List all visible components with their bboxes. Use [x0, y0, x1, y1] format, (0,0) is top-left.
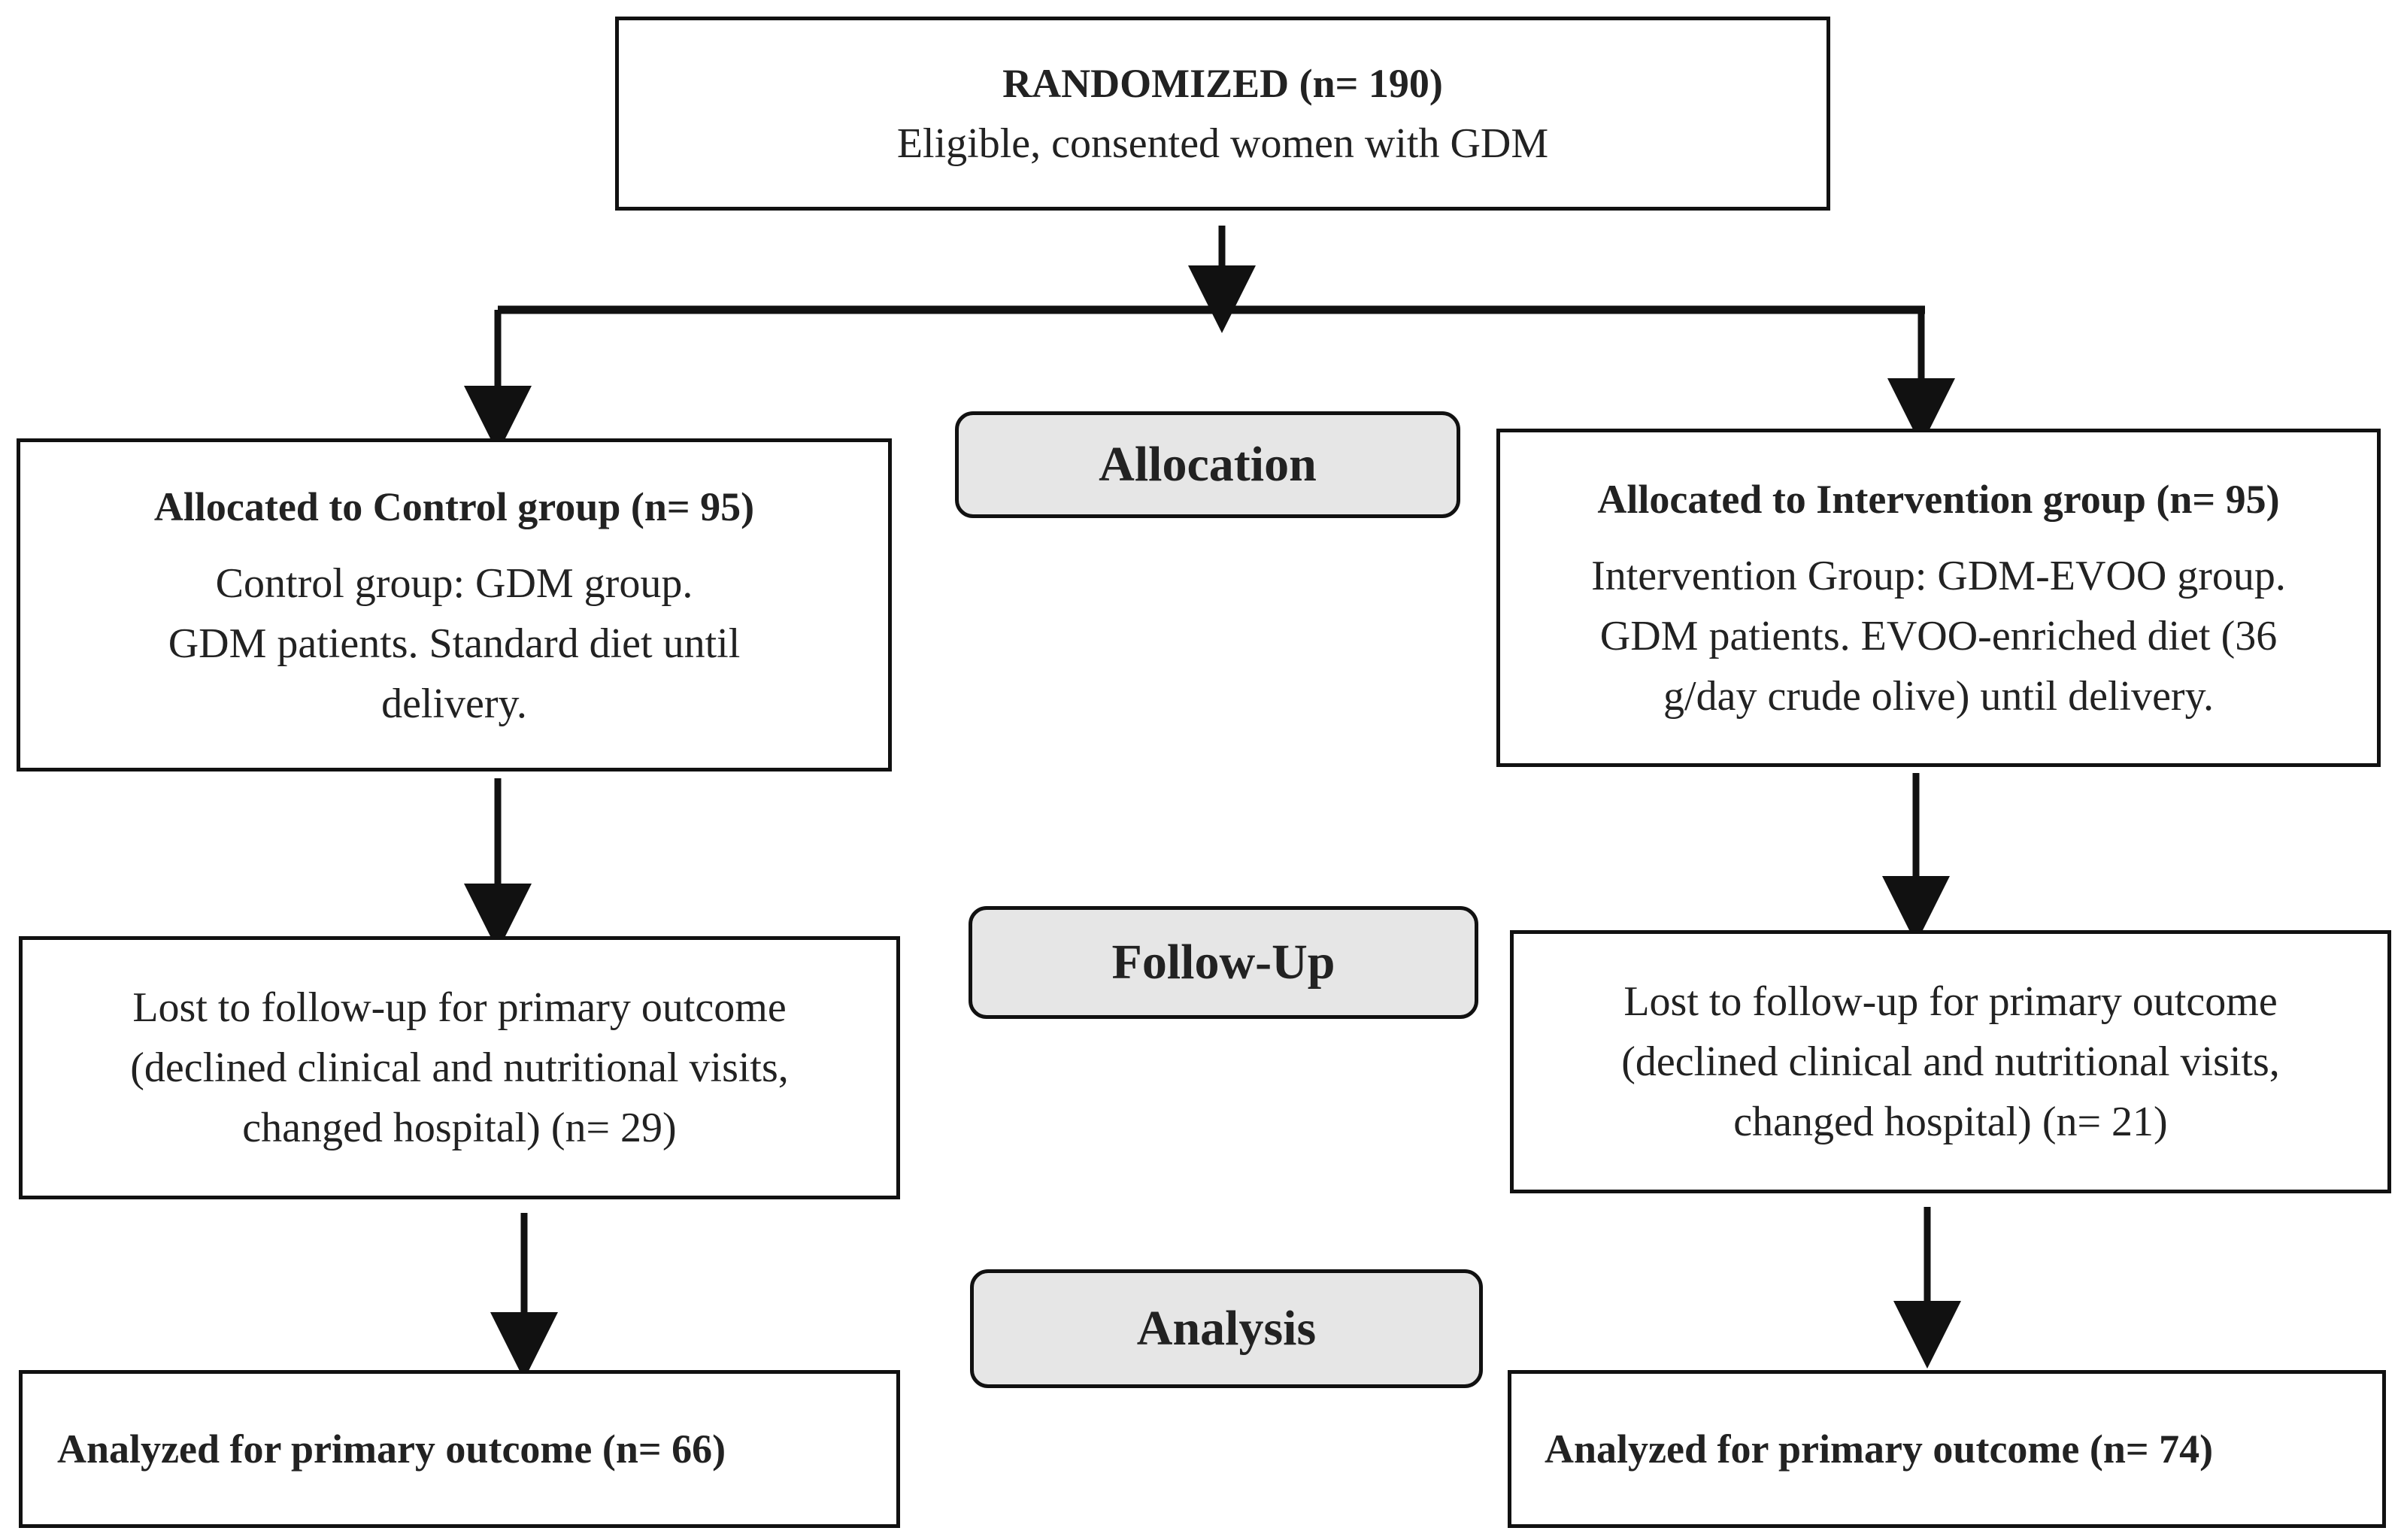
control-lost-line-1: Lost to follow-up for primary outcome — [132, 984, 787, 1031]
control-lost-line-3: changed hospital) (n= 29) — [242, 1105, 677, 1151]
randomized-box: RANDOMIZED (n= 190) Eligible, consented … — [615, 17, 1830, 211]
intervention-allocated-line-2: GDM patients. EVOO-enriched diet (36 — [1599, 613, 2278, 659]
intervention-lost-line-2: (declined clinical and nutritional visit… — [1621, 1038, 2280, 1085]
intervention-lost-box: Lost to follow-up for primary outcome (d… — [1510, 930, 2391, 1193]
stage-follow-up: Follow-Up — [969, 906, 1478, 1019]
intervention-lost-line-1: Lost to follow-up for primary outcome — [1623, 978, 2278, 1025]
intervention-allocated-box: Allocated to Intervention group (n= 95) … — [1496, 429, 2381, 767]
intervention-analyzed-label: Analyzed for primary outcome (n= 74) — [1545, 1426, 2214, 1472]
control-analyzed-label: Analyzed for primary outcome (n= 66) — [57, 1426, 726, 1472]
randomized-title: RANDOMIZED (n= 190) — [1002, 61, 1443, 106]
intervention-allocated-title: Allocated to Intervention group (n= 95) — [1597, 477, 2280, 522]
control-allocated-box: Allocated to Control group (n= 95) Contr… — [17, 438, 892, 772]
control-allocated-line-1: Control group: GDM group. — [215, 559, 693, 607]
intervention-lost-line-3: changed hospital) (n= 21) — [1733, 1099, 2168, 1145]
control-lost-box: Lost to follow-up for primary outcome (d… — [19, 936, 900, 1199]
intervention-analyzed-box: Analyzed for primary outcome (n= 74) — [1508, 1370, 2386, 1528]
control-lost-line-2: (declined clinical and nutritional visit… — [130, 1044, 789, 1091]
intervention-allocated-line-1: Intervention Group: GDM-EVOO group. — [1591, 553, 2286, 599]
control-analyzed-box: Analyzed for primary outcome (n= 66) — [19, 1370, 900, 1528]
stage-analysis: Analysis — [970, 1269, 1483, 1388]
intervention-allocated-line-3: g/day crude olive) until delivery. — [1663, 673, 2214, 720]
control-allocated-title: Allocated to Control group (n= 95) — [153, 484, 755, 529]
control-allocated-line-3: delivery. — [381, 680, 527, 727]
control-allocated-line-2: GDM patients. Standard diet until — [168, 620, 741, 667]
stage-allocation: Allocation — [955, 411, 1460, 518]
randomized-subtitle: Eligible, consented women with GDM — [896, 120, 1549, 167]
